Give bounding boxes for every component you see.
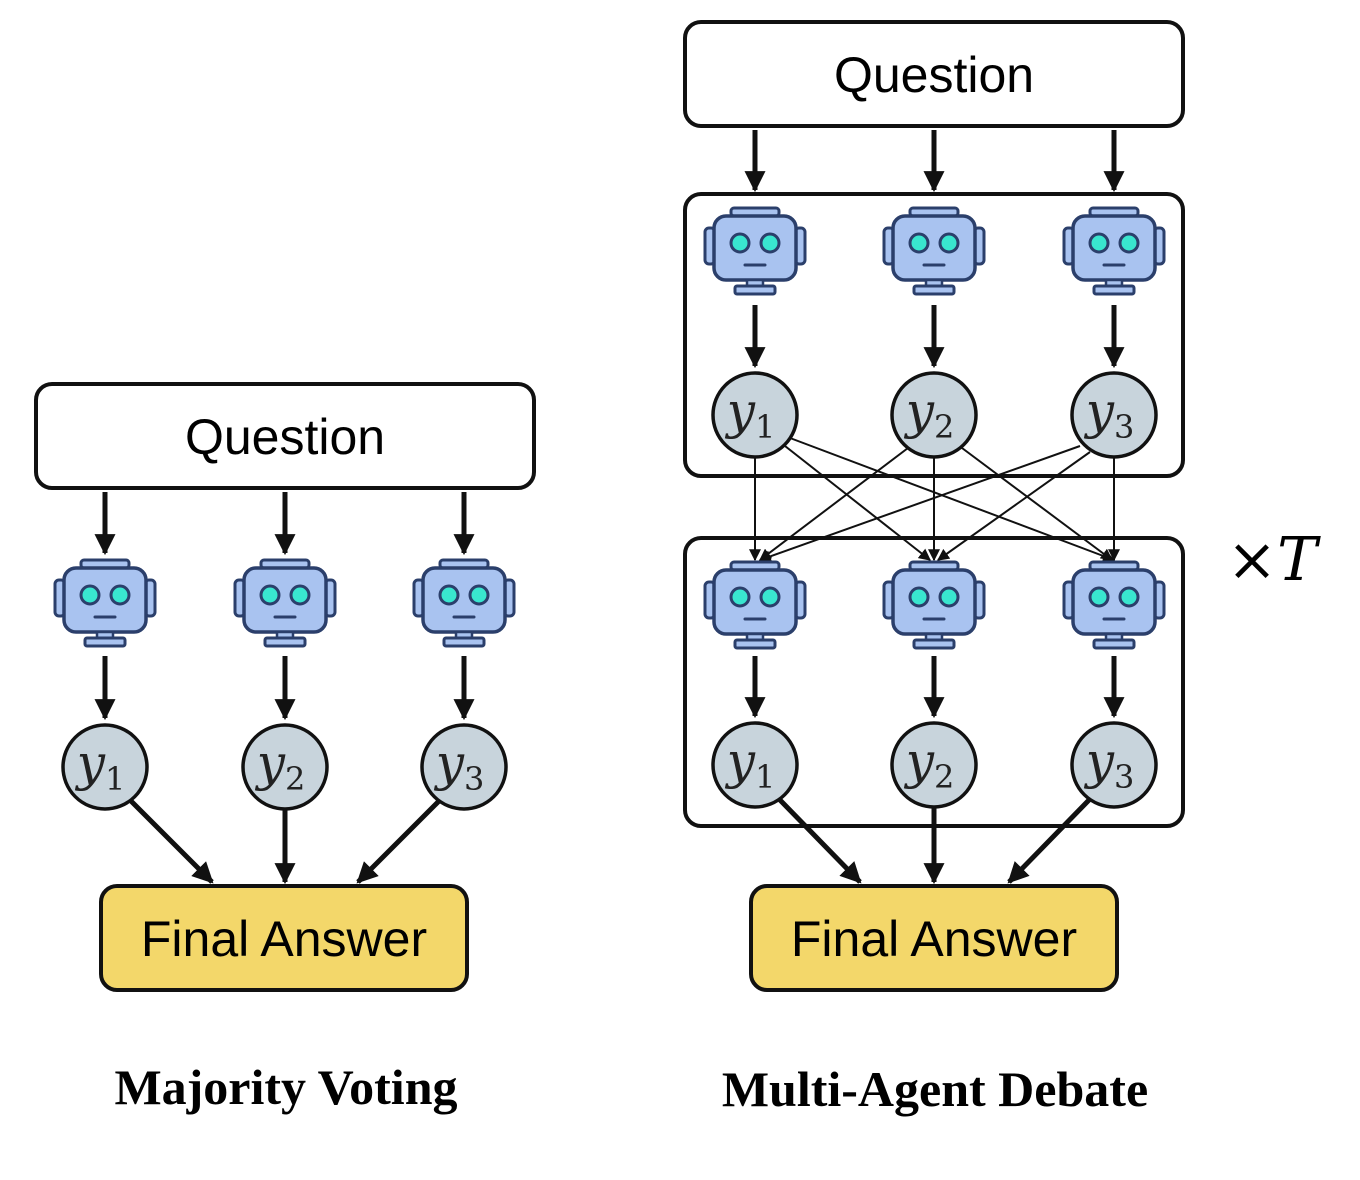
answer-node-y3: y3 xyxy=(420,723,508,811)
answer-node-y1-round-1: y1 xyxy=(711,371,799,459)
caption-multi-agent-debate: Multi-Agent Debate xyxy=(722,1061,1148,1117)
svg-text:y3: y3 xyxy=(1084,732,1135,796)
agent-to-answer-arrows xyxy=(94,656,475,721)
robot-icon xyxy=(1062,560,1166,650)
question-label: Question xyxy=(185,409,385,465)
svg-text:y1: y1 xyxy=(725,732,776,796)
majority-voting-panel: Question y1 y2 y3 xyxy=(34,382,536,1115)
robot-icon xyxy=(703,560,807,650)
svg-text:y3: y3 xyxy=(1084,382,1135,446)
multi-agent-debate-panel: Question y1 y2 y3 xyxy=(683,20,1321,1117)
question-to-agent-arrows xyxy=(94,492,475,556)
robot-icon xyxy=(412,558,516,648)
answer-node-y1-round-2: y1 xyxy=(711,721,799,809)
robot-icon xyxy=(1062,206,1166,296)
agent-to-answer-arrows-round-1 xyxy=(744,305,1125,369)
svg-text:y1: y1 xyxy=(725,382,776,446)
robot-icon xyxy=(882,560,986,650)
answer-node-y3-round-2: y3 xyxy=(1070,721,1158,809)
repeat-t-times-label: ×T xyxy=(1227,525,1321,595)
robot-icon xyxy=(233,558,337,648)
final-answer-label: Final Answer xyxy=(141,911,427,967)
final-answer-box-right: Final Answer xyxy=(749,884,1119,992)
final-answer-box-left: Final Answer xyxy=(99,884,469,992)
svg-text:y2: y2 xyxy=(255,734,306,798)
svg-text:y2: y2 xyxy=(904,382,955,446)
answer-node-y2-round-2: y2 xyxy=(890,721,978,809)
robot-icon xyxy=(882,206,986,296)
question-box-right: Question xyxy=(683,20,1185,128)
aggregation-arrows xyxy=(778,798,1091,885)
aggregation-arrows xyxy=(128,798,442,885)
question-box-left: Question xyxy=(34,382,536,490)
agent-to-answer-arrows-round-2 xyxy=(744,656,1125,719)
question-to-agent-arrows xyxy=(744,130,1125,193)
answer-node-y3-round-1: y3 xyxy=(1070,371,1158,459)
svg-text:y1: y1 xyxy=(75,734,126,798)
robot-icon xyxy=(703,206,807,296)
final-answer-label: Final Answer xyxy=(791,911,1077,967)
question-label: Question xyxy=(834,47,1034,103)
answer-node-y1: y1 xyxy=(61,723,149,811)
answer-node-y2-round-1: y2 xyxy=(890,371,978,459)
robot-icon xyxy=(53,558,157,648)
svg-text:y2: y2 xyxy=(904,732,955,796)
caption-majority-voting: Majority Voting xyxy=(114,1059,457,1115)
answer-node-y2: y2 xyxy=(241,723,329,811)
svg-text:y3: y3 xyxy=(434,734,485,798)
